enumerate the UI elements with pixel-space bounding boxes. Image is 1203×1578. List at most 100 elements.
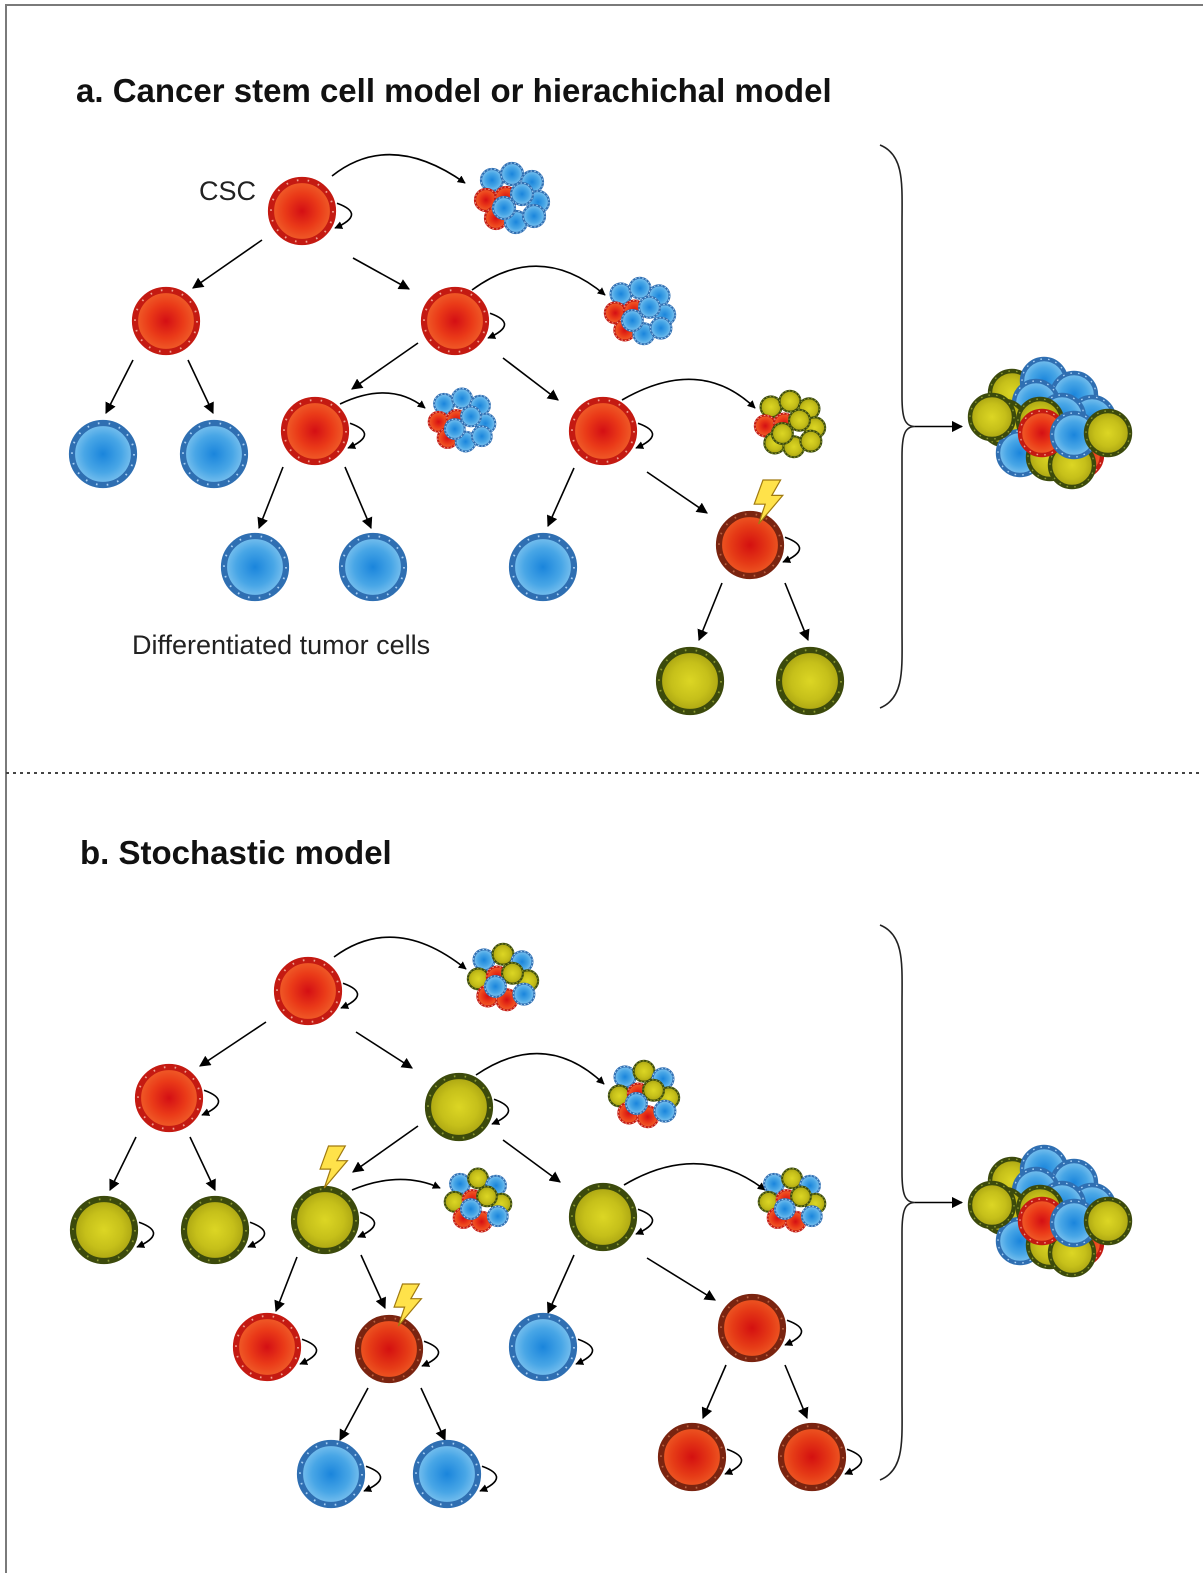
cluster-cell <box>628 276 652 300</box>
mini-tumor-cluster <box>427 387 497 453</box>
self-renewal-arrow <box>724 1448 743 1475</box>
cluster-cell <box>642 1078 665 1102</box>
mutated-stem-cell <box>354 1314 424 1384</box>
panel-b-title: b. Stochastic model <box>80 834 392 871</box>
cluster-cell <box>799 429 823 453</box>
differentiated-cell <box>508 532 578 602</box>
tumor-formation-arrow <box>623 1162 766 1191</box>
cluster-cell <box>491 942 515 966</box>
self-renewal-arrow <box>334 202 353 229</box>
self-renewal-arrow <box>844 1448 863 1475</box>
cluster-cell <box>607 1084 631 1108</box>
mutated-cell <box>655 646 725 716</box>
tumor-formation-arrow <box>351 1178 441 1191</box>
lineage-arrow <box>257 466 284 530</box>
tumor-formation-arrow <box>475 1052 605 1085</box>
self-renewal-arrow <box>201 1089 220 1116</box>
lineage-arrow <box>547 467 575 528</box>
lineage-arrow <box>355 1031 413 1069</box>
cluster-cell <box>800 1205 823 1228</box>
mutated-stem-cell <box>657 1422 727 1492</box>
mutated-cell <box>290 1185 360 1255</box>
mutated-cell <box>180 1195 250 1265</box>
self-renewal-arrow <box>421 1340 440 1367</box>
tumor-formation-arrow <box>339 392 426 409</box>
lineage-arrow <box>187 359 214 415</box>
tumor-formation-arrow <box>621 378 756 409</box>
self-renewal-arrow <box>479 1465 498 1492</box>
self-renewal-arrow <box>340 982 359 1009</box>
lineage-arrow <box>351 342 419 390</box>
cluster-cell <box>443 418 466 440</box>
differentiated-cell <box>508 1312 578 1382</box>
cells-layer <box>68 161 1133 1509</box>
lineage-arrow <box>547 1254 575 1315</box>
lineage-arrow <box>360 1254 386 1310</box>
mutation-bolt-icon <box>393 1283 423 1327</box>
mutated-cell <box>69 1195 139 1265</box>
cluster-cell <box>459 1198 482 1220</box>
cluster-cell <box>501 961 524 985</box>
stem-cell <box>273 956 343 1026</box>
mutated-cell <box>568 1182 638 1252</box>
lineage-arrow <box>105 359 134 414</box>
cluster-cell <box>467 1167 489 1190</box>
mini-tumor-cluster <box>607 1059 681 1129</box>
progenitor-cell <box>131 286 201 356</box>
self-renewal-arrow <box>491 1098 510 1125</box>
lineage-arrow <box>420 1387 446 1442</box>
cluster-cell <box>460 405 482 428</box>
self-renewal-arrow <box>782 536 801 563</box>
frame-layer <box>5 4 1203 1578</box>
tumor-formation-arrow <box>331 153 466 184</box>
lineage-arrow <box>274 1256 298 1313</box>
differentiated-cell <box>338 532 408 602</box>
cluster-cell <box>476 1185 498 1208</box>
lineage-arrow <box>701 1364 727 1420</box>
lineage-arrow <box>199 1021 267 1067</box>
csc-cell <box>267 176 337 246</box>
stem-cell <box>134 1063 204 1133</box>
csc-label: CSC <box>199 176 257 206</box>
cluster-cell <box>620 309 644 332</box>
lineage-arrow <box>339 1387 369 1441</box>
cluster-cell <box>499 161 525 187</box>
self-renewal-arrow <box>363 1465 382 1492</box>
differentiated-cells-label: Differentiated tumor cells <box>132 630 431 660</box>
arrows-layer <box>105 153 964 1492</box>
progenitor-cell <box>420 286 490 356</box>
mini-tumor-cluster <box>466 942 540 1012</box>
mutated-stem-cell <box>715 510 785 580</box>
panel-b-bracket <box>879 924 916 1481</box>
lineage-arrow <box>352 1125 419 1173</box>
lineage-arrow <box>646 1257 716 1301</box>
self-renewal-arrow <box>299 1338 318 1365</box>
self-renewal-arrow <box>784 1319 803 1346</box>
panel-a-title: a. Cancer stem cell model or hierachicha… <box>76 72 832 109</box>
self-renewal-arrow <box>357 1211 376 1238</box>
lineage-arrow <box>109 1136 137 1192</box>
self-renewal-arrow <box>136 1221 155 1248</box>
differentiated-cell <box>296 1439 366 1509</box>
cluster-cell <box>509 181 535 207</box>
differentiated-cell <box>179 419 249 489</box>
tumor-cell <box>967 392 1017 442</box>
cluster-cell <box>790 1185 812 1208</box>
mini-tumor-cluster <box>753 389 827 459</box>
tumor-formation-arrow <box>333 936 467 970</box>
lineage-arrow <box>352 257 410 290</box>
mutated-cell <box>424 1072 494 1142</box>
self-renewal-arrow <box>487 312 506 339</box>
progenitor-cell <box>280 396 350 466</box>
mutation-bolt-icon <box>319 1145 349 1189</box>
stem-cell <box>232 1312 302 1382</box>
cluster-cell <box>521 203 547 229</box>
differentiated-cell <box>220 532 290 602</box>
tumor-cell <box>967 1180 1017 1230</box>
mutated-stem-cell <box>777 1422 847 1492</box>
heterogeneous-tumor-a <box>967 356 1133 490</box>
tumor-formation-arrow <box>471 265 606 296</box>
progenitor-cell <box>568 396 638 466</box>
tumor-cell <box>1083 1196 1133 1246</box>
